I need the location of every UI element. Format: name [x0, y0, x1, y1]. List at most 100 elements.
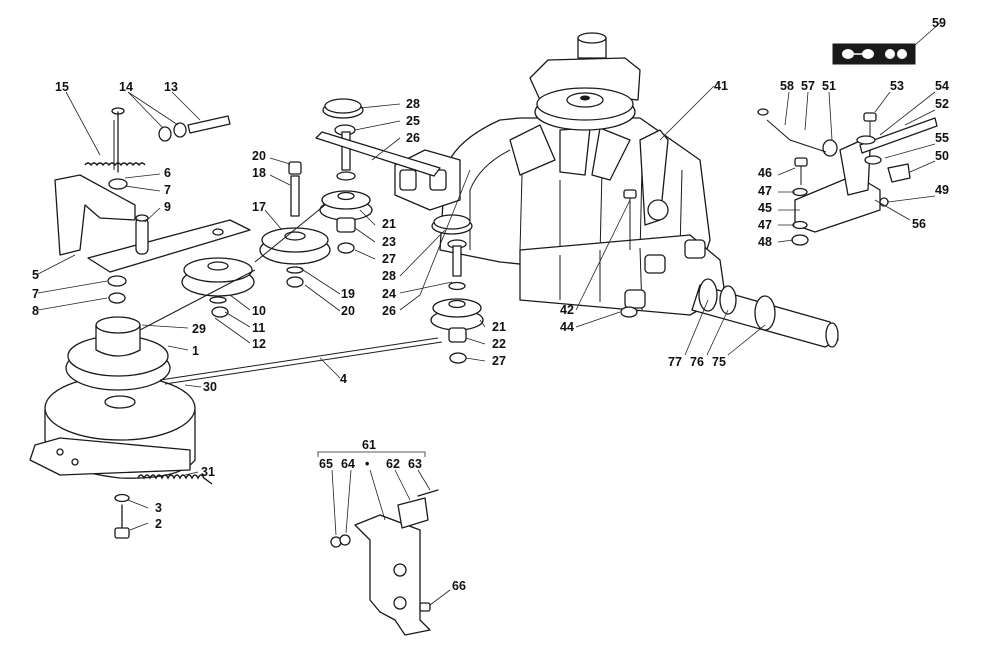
callout-7: 7: [164, 183, 171, 197]
nut-8: [108, 292, 126, 304]
spring-15: [84, 162, 146, 167]
callout-31: 31: [201, 465, 215, 479]
callout-28: 28: [406, 97, 420, 111]
callout-22: 22: [492, 337, 506, 351]
bracket-5: [54, 174, 251, 273]
callout-1: 1: [192, 344, 199, 358]
callout-25: 25: [406, 114, 420, 128]
leader-lines: [37, 22, 941, 606]
callout-5: 5: [32, 268, 39, 282]
callout-64: 64: [341, 457, 355, 471]
tension-pulley-17: [259, 161, 331, 288]
callout-56: 56: [912, 217, 926, 231]
bolt-50: [887, 163, 911, 183]
washer-3: [114, 493, 130, 503]
switch-bracket-assembly: [330, 489, 439, 636]
callout-10: 10: [252, 304, 266, 318]
tension-pulley-10: [181, 257, 255, 318]
callout-46: 46: [758, 166, 772, 180]
rod-57: [766, 119, 827, 153]
callout-61: 61: [362, 438, 376, 452]
spring-31: [137, 474, 213, 485]
callout-bullet: •: [365, 457, 369, 471]
callout-labels: 59 15 14 13 28 25 26 41 58 57 51 53 54 5…: [32, 16, 949, 593]
callout-55: 55: [935, 131, 949, 145]
washer-47a: [792, 187, 808, 197]
bolt-42: [620, 189, 638, 318]
callout-8: 8: [32, 304, 39, 318]
callout-20: 20: [252, 149, 266, 163]
callout-45: 45: [758, 201, 772, 215]
callout-41: 41: [714, 79, 728, 93]
callout-59: 59: [932, 16, 946, 30]
callout-28: 28: [382, 269, 396, 283]
callout-26: 26: [382, 304, 396, 318]
nut-14a: [158, 126, 172, 142]
callout-50: 50: [935, 149, 949, 163]
callout-49: 49: [935, 183, 949, 197]
nut-48: [791, 234, 809, 246]
callout-12: 12: [252, 337, 266, 351]
idler-pulley-lower: [430, 214, 484, 364]
callout-53: 53: [890, 79, 904, 93]
control-bracket-45: [794, 117, 938, 233]
callout-77: 77: [668, 355, 682, 369]
callout-21: 21: [492, 320, 506, 334]
electric-clutch: [29, 375, 196, 479]
callout-26: 26: [406, 131, 420, 145]
callout-3: 3: [155, 501, 162, 515]
callout-57: 57: [801, 79, 815, 93]
callout-29: 29: [192, 322, 206, 336]
callout-65: 65: [319, 457, 333, 471]
pulley-1: [65, 316, 171, 391]
callout-44: 44: [560, 320, 574, 334]
callout-4: 4: [340, 372, 347, 386]
callout-54: 54: [935, 79, 949, 93]
idler-pulley-upper: [319, 98, 373, 254]
bolt-2: [114, 504, 130, 539]
callout-20: 20: [341, 304, 355, 318]
bolt-53: [863, 112, 877, 138]
callout-47: 47: [758, 218, 772, 232]
callout-76: 76: [690, 355, 704, 369]
bolt-46: [794, 157, 808, 185]
callout-11: 11: [252, 321, 265, 335]
nut-14b: [173, 122, 187, 138]
callout-47: 47: [758, 184, 772, 198]
washer-55: [864, 155, 882, 165]
callout-18: 18: [252, 166, 266, 180]
callout-7: 7: [32, 287, 39, 301]
callout-6: 6: [164, 166, 171, 180]
callout-14: 14: [119, 80, 133, 94]
callout-21: 21: [382, 217, 396, 231]
callout-58: 58: [780, 79, 794, 93]
callout-2: 2: [155, 517, 162, 531]
callout-52: 52: [935, 97, 949, 111]
belt-4: [159, 337, 439, 381]
callout-9: 9: [164, 200, 171, 214]
bolt-6: [108, 107, 128, 190]
callout-63: 63: [408, 457, 422, 471]
callout-24: 24: [382, 287, 396, 301]
callout-48: 48: [758, 235, 772, 249]
axle-shaft: [691, 278, 839, 348]
decal-59: [832, 43, 916, 65]
threaded-rod-13: [187, 115, 231, 134]
callout-27: 27: [492, 354, 506, 368]
nut-7: [107, 275, 127, 287]
callout-42: 42: [560, 303, 574, 317]
callout-66: 66: [452, 579, 466, 593]
callout-15: 15: [55, 80, 69, 94]
callout-30: 30: [203, 380, 217, 394]
washer-47b: [792, 220, 808, 230]
transmission-housing: [394, 32, 726, 316]
washer-54: [856, 135, 876, 145]
callout-27: 27: [382, 252, 396, 266]
callout-62: 62: [386, 457, 400, 471]
callout-19: 19: [341, 287, 355, 301]
callout-75: 75: [712, 355, 726, 369]
callout-51: 51: [822, 79, 836, 93]
callout-23: 23: [382, 235, 396, 249]
callout-17: 17: [252, 200, 266, 214]
